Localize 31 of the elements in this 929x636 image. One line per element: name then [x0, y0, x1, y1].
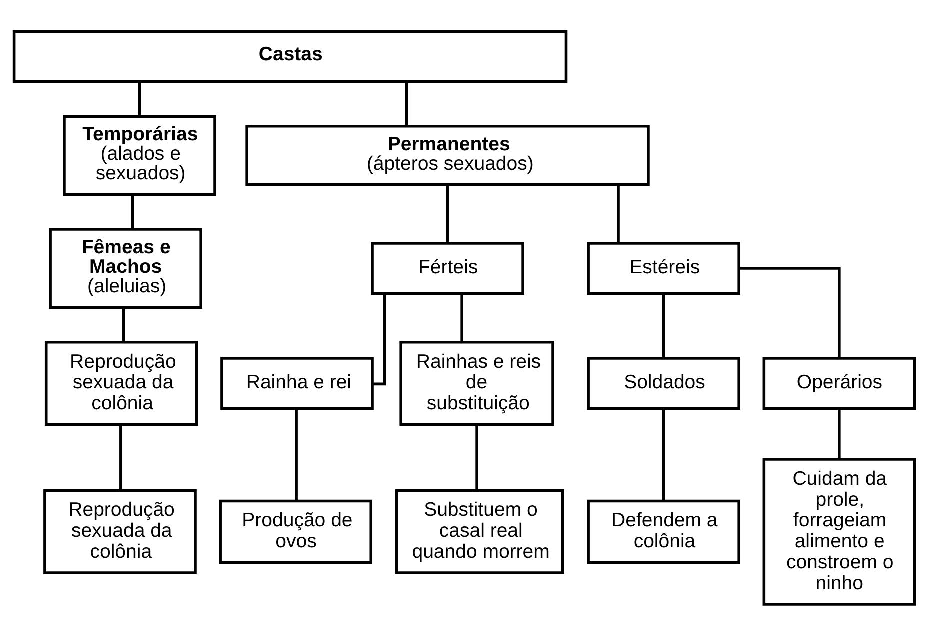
node-box: Substituem o casal real quando morrem [396, 489, 564, 574]
connector [138, 82, 142, 116]
node-box: Temporárias (alados e sexuados) [63, 115, 216, 196]
connector [405, 82, 408, 126]
node-box: Cuidam da prole, forrageiam alimento e constroem o ninho [762, 458, 916, 606]
node-box: Fêmeas e Machos (aleluias) [49, 228, 202, 309]
node-box: Reprodução sexuada da colônia [44, 489, 197, 574]
connector [476, 424, 478, 491]
node-box: Produção de ovos [219, 500, 372, 564]
node-box: Estéreis [587, 242, 740, 295]
node-box: Permanentes (ápteros sexuados) [246, 124, 650, 186]
node-box: Defendem a colônia [587, 500, 740, 564]
connector [295, 408, 298, 501]
node-box: Operários [762, 357, 916, 410]
node-box: Férteis [371, 242, 524, 295]
connector [617, 185, 620, 244]
node-box: Rainhas e reis de substituição [400, 341, 554, 426]
connector [446, 185, 450, 244]
connector [739, 267, 841, 358]
connector [460, 294, 464, 342]
connector [122, 308, 126, 342]
node-box: Soldados [587, 357, 740, 410]
connector [838, 408, 841, 460]
node-box: Castas [12, 30, 568, 84]
node-box: Rainha e rei [220, 357, 374, 410]
connector [662, 294, 666, 358]
connector [120, 424, 122, 491]
node-box: Reprodução sexuada da colônia [44, 341, 198, 426]
connector [372, 294, 386, 386]
connector [131, 195, 134, 230]
connector [662, 408, 666, 501]
